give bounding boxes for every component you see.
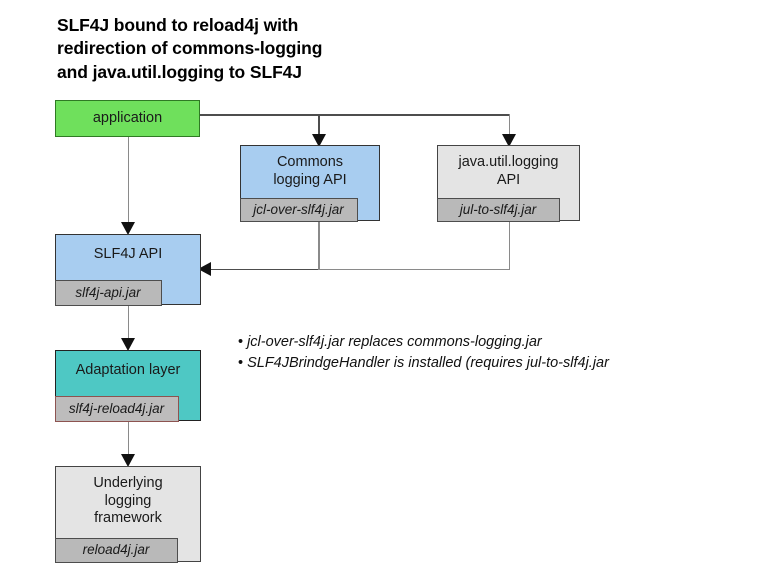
arrowhead-to-jul [501, 134, 516, 147]
connector-jul-to-bus [508, 222, 510, 269]
connector-slf4j-to-adaptation [127, 305, 129, 347]
bullet-glyph: • [238, 334, 244, 350]
node-java-util-logging-label: java.util.logging API [458, 154, 559, 188]
jar-chip-reload4j: reload4j.jar [54, 537, 178, 563]
arrowhead-bus-into-slf4j [198, 262, 211, 276]
jar-chip-slf4j-api: slf4j-api.jar [54, 279, 162, 306]
node-adaptation-layer[interactable]: Adaptation layer slf4j-reload4j.jar [54, 350, 201, 422]
connector-application-trunk [200, 114, 510, 116]
node-application[interactable]: application [55, 100, 200, 137]
connector-application-to-commons [318, 114, 320, 142]
node-application-label: application [92, 110, 163, 126]
node-java-util-logging[interactable]: java.util.logging API jul-to-slf4j.jar [436, 145, 580, 222]
notes-list: •jcl-over-slf4j.jar replaces commons-log… [238, 332, 768, 374]
diagram-title: SLF4J bound to reload4j with redirection… [57, 15, 323, 82]
note-text-2: SLF4JBrindgeHandler is installed (requir… [247, 355, 609, 372]
connector-commons-to-bus [318, 222, 320, 269]
arrowhead-to-commons [311, 134, 326, 147]
note-item: •jcl-over-slf4j.jar replaces commons-log… [238, 332, 768, 353]
arrowhead-slf4j-to-adaptation [120, 338, 135, 351]
note-text-1: jcl-over-slf4j.jar replaces commons-logg… [247, 334, 542, 350]
jar-chip-jul-to-slf4j: jul-to-slf4j.jar [436, 197, 560, 222]
node-slf4j-api[interactable]: SLF4J API slf4j-api.jar [54, 234, 201, 306]
node-underlying-framework-label: Underlying logging framework [93, 475, 163, 527]
connector-bus-span [318, 268, 510, 270]
arrowhead-adaptation-to-underlying [120, 454, 135, 467]
arrowhead-application-to-slf4j [120, 222, 135, 235]
node-commons-logging[interactable]: Commons logging API jcl-over-slf4j.jar [239, 145, 380, 222]
note-item: •SLF4JBrindgeHandler is installed (requi… [238, 353, 768, 374]
node-underlying-framework[interactable]: Underlying logging framework reload4j.ja… [54, 466, 201, 563]
node-commons-logging-label: Commons logging API [273, 154, 347, 188]
connector-bus-into-slf4j [210, 268, 319, 270]
jar-chip-jcl-over-slf4j: jcl-over-slf4j.jar [239, 197, 358, 222]
bullet-glyph: • [238, 355, 244, 372]
jar-chip-slf4j-reload4j: slf4j-reload4j.jar [54, 395, 179, 422]
node-slf4j-api-label: SLF4J API [93, 246, 163, 262]
connector-adaptation-to-underlying [127, 421, 129, 463]
node-adaptation-layer-label: Adaptation layer [75, 362, 181, 378]
connector-application-to-slf4j [127, 137, 129, 227]
connector-application-to-jul [508, 114, 510, 142]
